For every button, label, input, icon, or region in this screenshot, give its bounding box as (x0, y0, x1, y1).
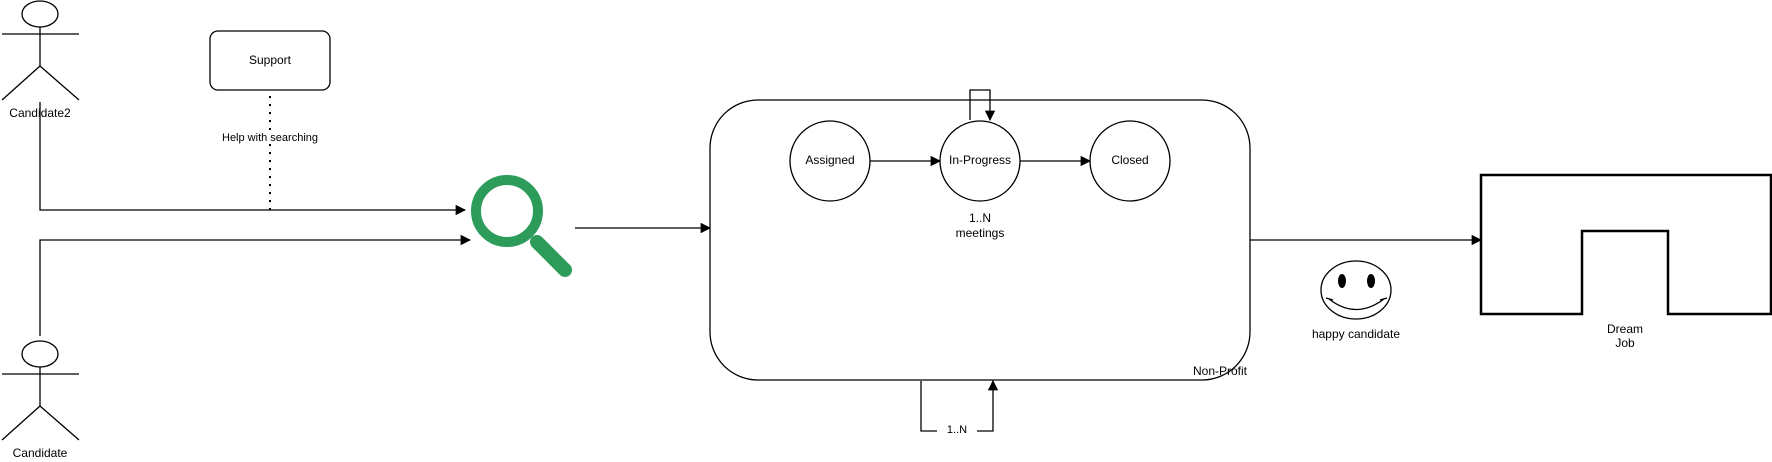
meetings-label: 1..N meetings (955, 211, 1005, 240)
candidate2-actor (1, 0, 80, 101)
candidate-actor (1, 340, 80, 441)
happy-candidate-label: happy candidate (1311, 327, 1401, 341)
magnifier-icon (471, 175, 572, 277)
support-link-label: Help with searching (200, 132, 340, 144)
dream-job-label: Dream Job (1606, 322, 1643, 350)
non-profit-label: Non-Profit (1193, 364, 1248, 378)
state-closed-label: Closed (1111, 153, 1149, 167)
candidate-to-search-edge (39, 234, 472, 336)
dream-job-shape (1479, 173, 1772, 316)
support-box (209, 30, 331, 91)
candidate2-to-search-edge (39, 102, 467, 216)
loop-label: 1..N (937, 424, 977, 436)
candidate2-label: Candidate2 (9, 106, 71, 120)
state-assigned-label: Assigned (805, 153, 855, 167)
support-label: Support (248, 53, 292, 67)
candidate-label: Candidate (12, 446, 68, 460)
state-in-progress-label: In-Progress (948, 153, 1012, 167)
in-progress-self-loop (969, 89, 996, 122)
smiley-icon (1320, 260, 1392, 320)
